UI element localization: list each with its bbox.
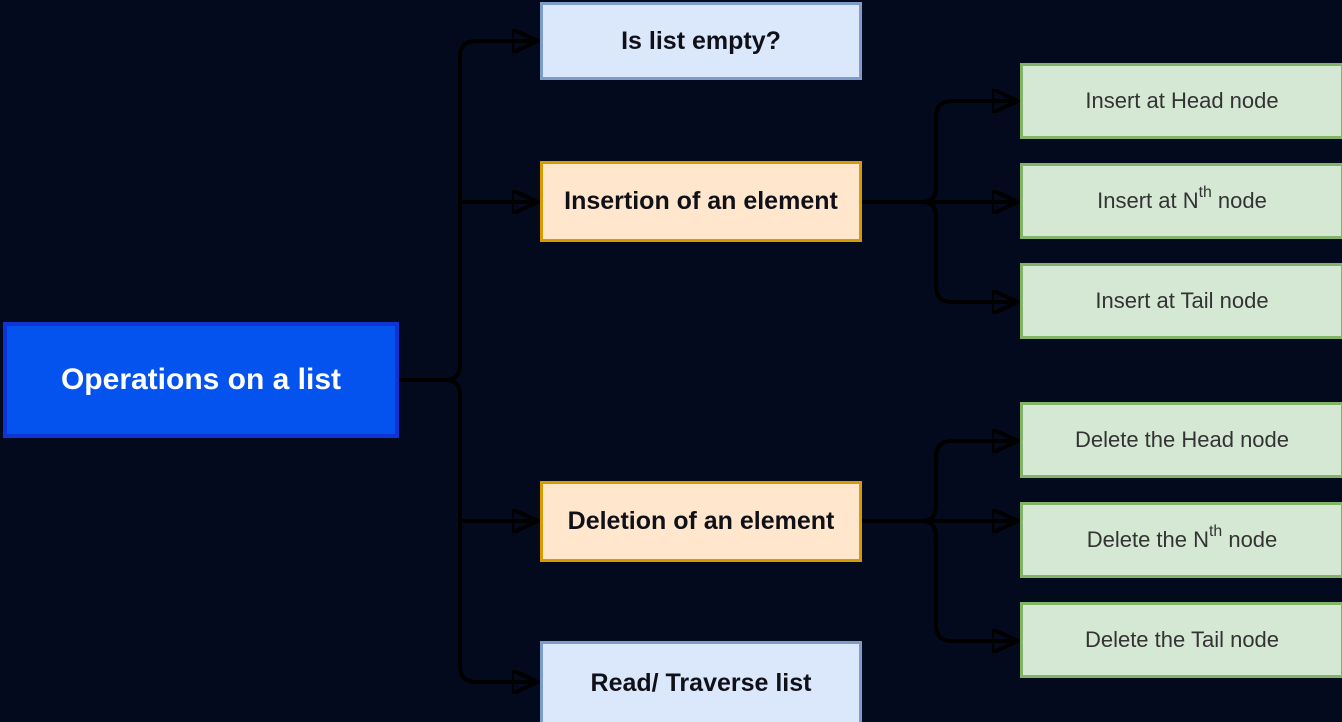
node-insert-at-head: Insert at Head node (1020, 63, 1342, 139)
node-delete-the-nth: Delete the Nth node (1020, 502, 1342, 578)
node-delete-the-nth-label: Delete the Nth node (1086, 523, 1278, 552)
node-is-list-empty: Is list empty? (540, 2, 862, 80)
node-insert-at-head-label: Insert at Head node (1085, 88, 1279, 113)
connector-deletion-to-delete-tail (862, 519, 1018, 641)
connector-insertion-to-insert-head (862, 101, 1018, 204)
node-insert-at-nth: Insert at Nth node (1020, 163, 1342, 239)
connector-deletion-to-delete-head (862, 441, 1018, 523)
node-read-traverse-label: Read/ Traverse list (590, 668, 812, 697)
node-read-traverse-list: Read/ Traverse list (540, 641, 862, 722)
node-insert-at-nth-label: Insert at Nth node (1097, 184, 1267, 213)
connector-insertion-to-insert-tail (862, 200, 1018, 302)
node-insertion-of-an-element: Insertion of an element (540, 161, 862, 242)
node-insert-at-tail: Insert at Tail node (1020, 263, 1342, 339)
node-insert-at-tail-label: Insert at Tail node (1095, 288, 1269, 313)
node-delete-the-tail: Delete the Tail node (1020, 602, 1342, 678)
node-insertion-label: Insertion of an element (564, 187, 838, 215)
node-delete-the-head: Delete the Head node (1020, 402, 1342, 478)
node-deletion-label: Deletion of an element (567, 507, 835, 535)
connector-root-to-is-list-empty (445, 41, 538, 382)
node-delete-the-tail-label: Delete the Tail node (1084, 627, 1280, 652)
node-operations-label: Operations on a list (60, 363, 342, 396)
node-operations-on-a-list: Operations on a list (3, 322, 399, 438)
node-deletion-of-an-element: Deletion of an element (540, 481, 862, 562)
node-is-list-empty-label: Is list empty? (621, 26, 781, 55)
node-delete-the-head-label: Delete the Head node (1074, 427, 1290, 452)
connector-root-to-read-traverse (445, 378, 538, 682)
